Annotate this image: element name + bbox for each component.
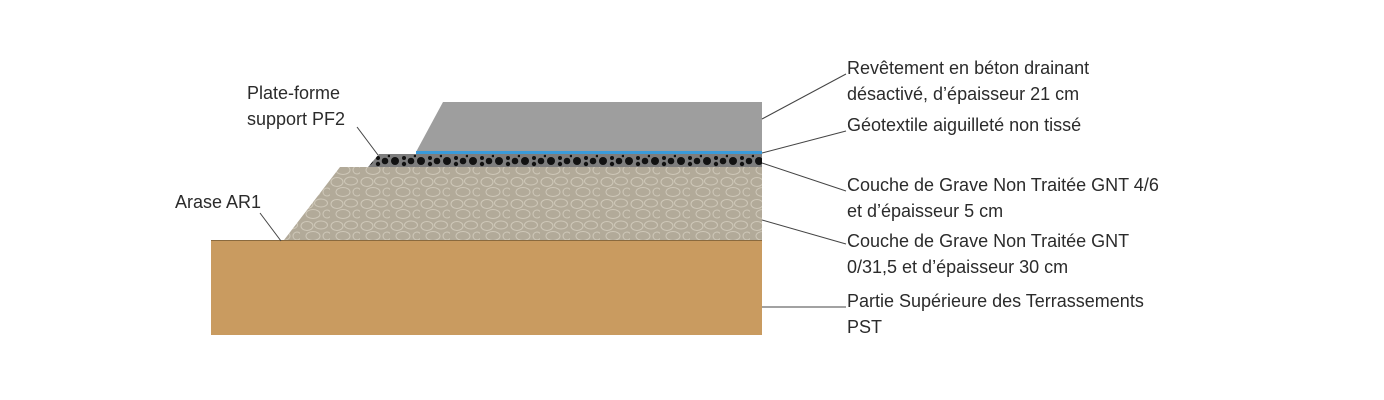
label-line: Partie Supérieure des Terrassements — [847, 291, 1144, 311]
leader-gnt46 — [761, 162, 847, 192]
leader-platform — [356, 126, 379, 156]
label-line: support PF2 — [247, 109, 346, 129]
label-gnt031: Couche de Grave Non Traitée GNT 0/31,5 e… — [847, 228, 1129, 280]
leader-arase — [259, 212, 282, 242]
label-line: Plate-forme — [247, 83, 341, 103]
label-line: 0/31,5 et d’épaisseur 30 cm — [847, 257, 1069, 277]
label-platform: Plate-forme support PF2 — [247, 80, 345, 132]
leader-geotextile — [761, 130, 847, 154]
label-geotextile: Géotextile aiguilleté non tissé — [847, 112, 1081, 138]
label-line: PST — [847, 317, 883, 337]
label-line: Couche de Grave Non Traitée GNT — [847, 231, 1130, 251]
gnt-46-layer — [368, 154, 762, 167]
concrete-layer — [416, 102, 762, 152]
label-line: Couche de Grave Non Traitée GNT 4/6 — [847, 175, 1159, 195]
label-line: désactivé, d’épaisseur 21 cm — [847, 84, 1080, 104]
label-arase: Arase AR1 — [175, 189, 261, 215]
label-gnt46: Couche de Grave Non Traitée GNT 4/6 et d… — [847, 172, 1159, 224]
label-concrete: Revêtement en béton drainant désactivé, … — [847, 55, 1089, 107]
label-line: et d’épaisseur 5 cm — [847, 201, 1004, 221]
leader-concrete — [761, 73, 847, 120]
label-line: Géotextile aiguilleté non tissé — [847, 115, 1082, 135]
label-line: Arase AR1 — [175, 192, 262, 212]
label-pst: Partie Supérieure des Terrassements PST — [847, 288, 1144, 340]
geotextile-layer — [416, 151, 762, 154]
pst-layer — [211, 240, 762, 335]
leader-gnt031 — [761, 219, 847, 245]
label-line: Revêtement en béton drainant — [847, 58, 1090, 78]
gnt-031-layer — [284, 167, 762, 240]
